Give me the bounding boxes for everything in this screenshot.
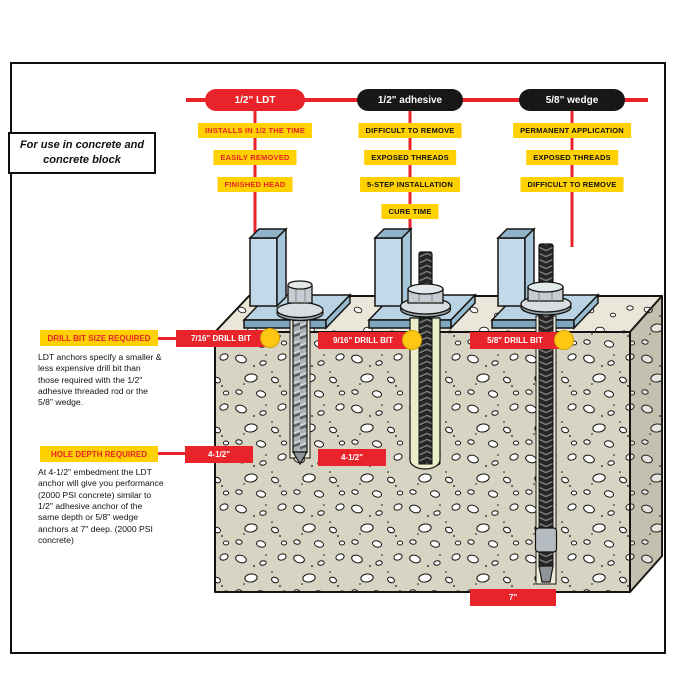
marker-dot-icon	[402, 330, 422, 350]
column-header-wedge: 5/8" wedge	[519, 89, 625, 111]
feature-label: 5-STEP INSTALLATION	[360, 177, 460, 192]
adhesive-anchor	[399, 251, 452, 470]
diagram-frame	[10, 62, 666, 654]
intro-note-line1: For use in concrete and	[19, 139, 145, 152]
feature-label: CURE TIME	[381, 204, 439, 219]
feature-label: PERMANENT APPLICATION	[513, 123, 631, 138]
drill-bit-connector-line	[158, 337, 176, 340]
drill-bit-callout-wedge: 5/8" DRILL BIT	[470, 332, 560, 349]
intro-note: For use in concrete and concrete block	[8, 132, 156, 174]
marker-dot-icon	[554, 330, 574, 350]
feature-label: DIFFICULT TO REMOVE	[520, 177, 624, 192]
intro-note-line2: concrete block	[43, 154, 121, 166]
column-line-ldt	[253, 100, 257, 306]
drill-bit-size-title: DRILL BIT SIZE REQUIRED	[40, 330, 158, 346]
hole-depth-title: HOLE DEPTH REQUIRED	[40, 446, 158, 462]
column-header-adhesive: 1/2" adhesive	[357, 89, 463, 111]
depth-callout-ldt: 4-1/2"	[185, 446, 253, 463]
hole-depth-body: At 4-1/2" embedment the LDT anchor will …	[38, 467, 164, 546]
feature-label: EASILY REMOVED	[213, 150, 297, 165]
ldt-anchor	[276, 280, 324, 466]
feature-label: INSTALLS IN 1/2 THE TIME	[197, 123, 313, 138]
feature-label: FINISHED HEAD	[217, 177, 293, 192]
wedge-anchor	[520, 243, 572, 585]
hole-depth-connector-line	[158, 452, 186, 455]
depth-callout-wedge: 7"	[470, 589, 556, 606]
marker-dot-icon	[260, 328, 280, 348]
feature-label: DIFFICULT TO REMOVE	[358, 123, 462, 138]
column-line-wedge	[570, 100, 574, 247]
drill-bit-size-body: LDT anchors specify a smaller & less exp…	[38, 352, 162, 408]
feature-label: EXPOSED THREADS	[526, 150, 618, 165]
depth-callout-adhesive: 4-1/2"	[318, 449, 386, 466]
drill-bit-callout-ldt: 7/16" DRILL BIT	[176, 330, 266, 347]
column-header-ldt: 1/2" LDT	[205, 89, 305, 111]
drill-bit-callout-adhesive: 9/16" DRILL BIT	[318, 332, 408, 349]
feature-label: EXPOSED THREADS	[364, 150, 456, 165]
